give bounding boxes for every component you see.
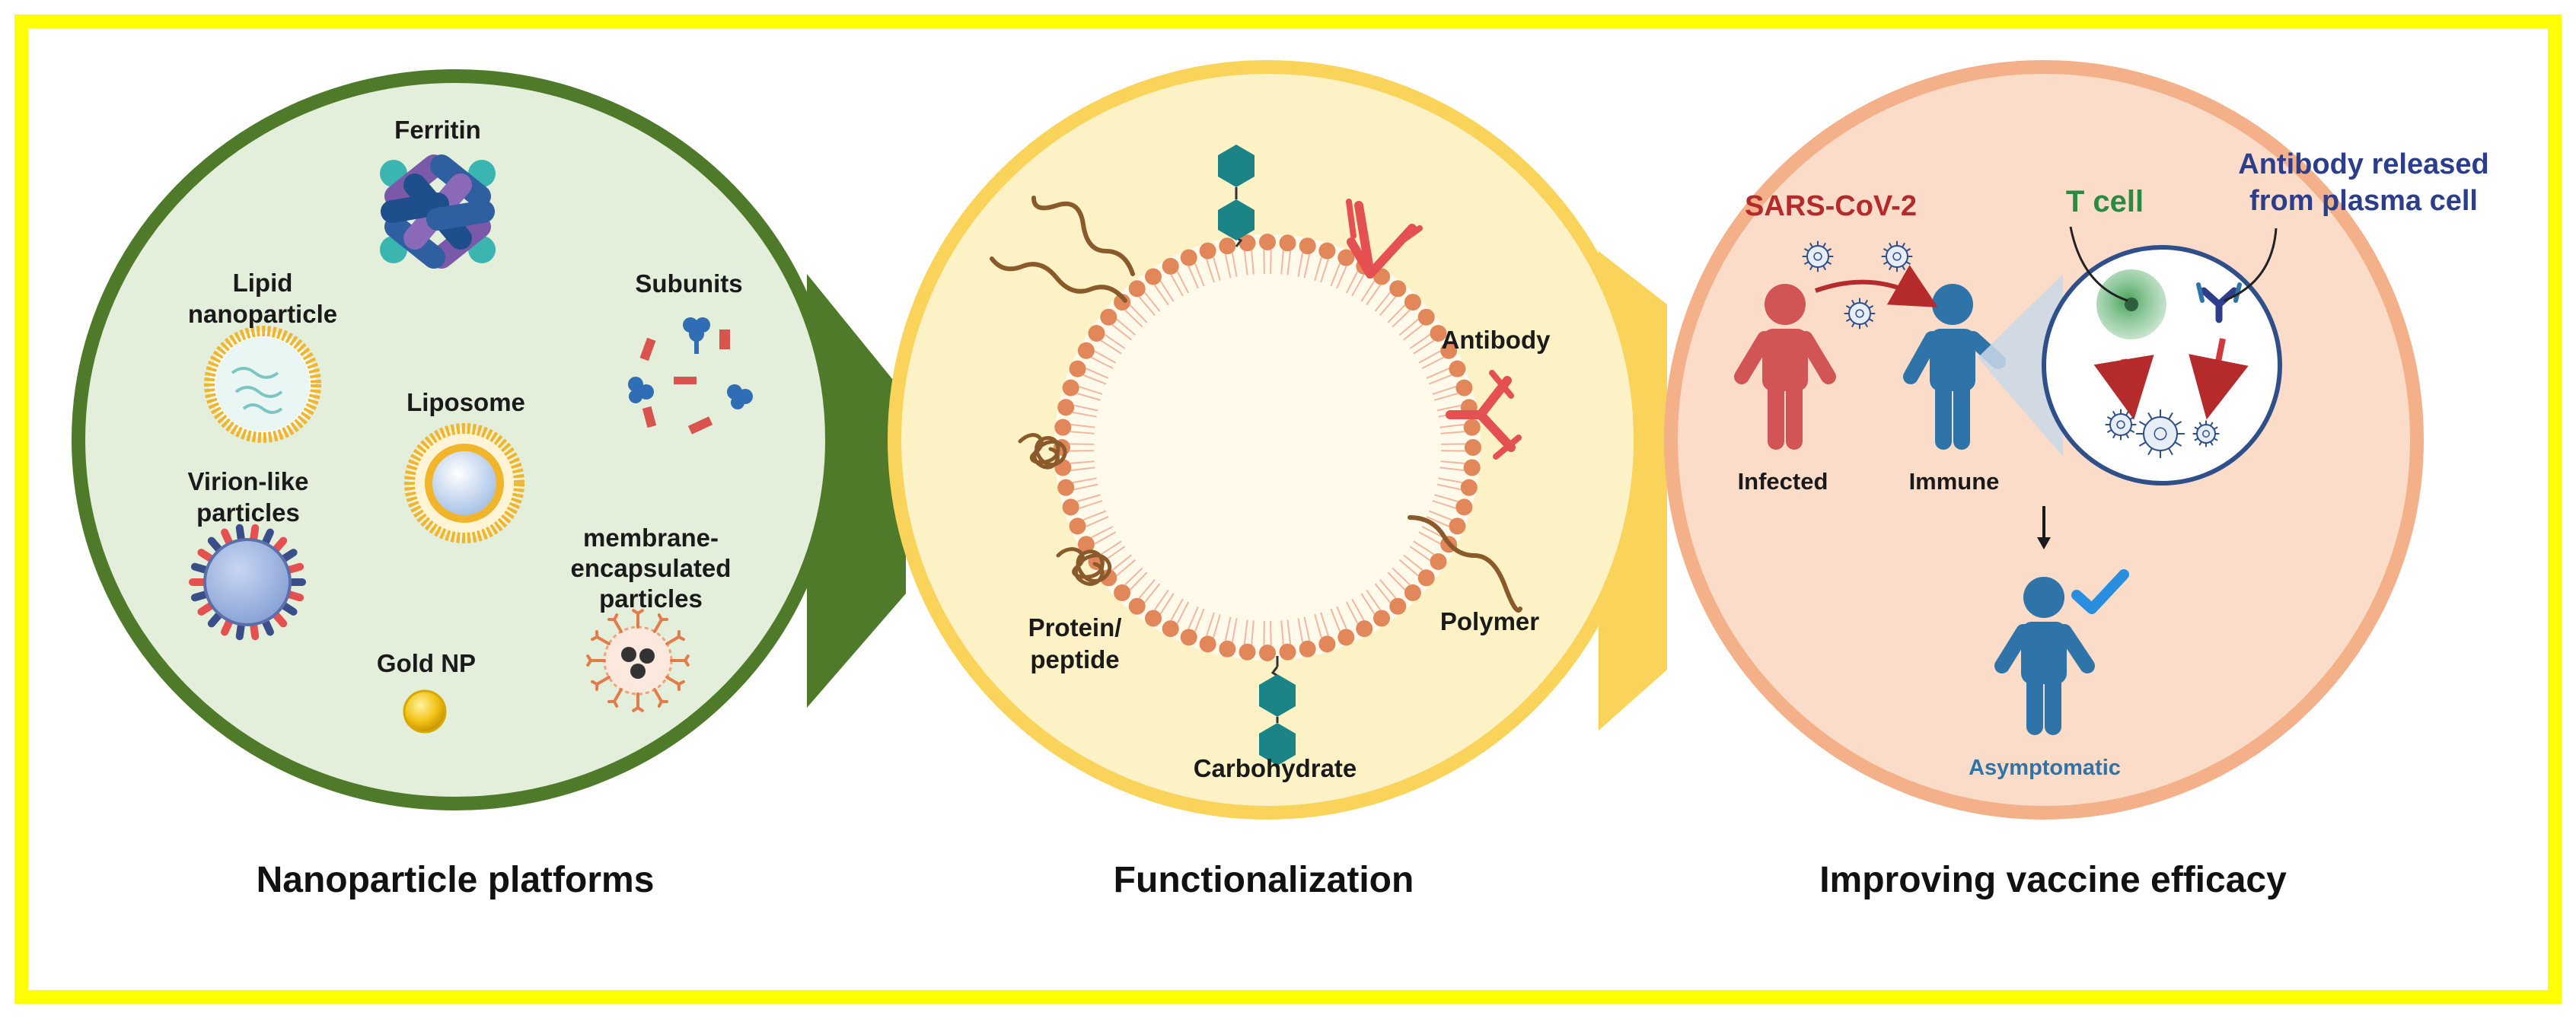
subunits-label: Subunits [635,269,742,298]
lipid-head [1389,280,1406,297]
lipid-head [1200,243,1216,259]
gold-np-icon [404,691,445,732]
lipid-head [1162,258,1179,275]
lipid-head [1057,479,1074,496]
antibody-released-label-line1: Antibody released [2238,148,2488,180]
lipid-head [1318,243,1335,259]
lipid-head [1418,569,1435,586]
lipid-head [1389,598,1406,615]
lipid-head [1145,610,1162,626]
lipid-head [1449,517,1465,534]
liposome-icon [410,428,519,538]
lipid-head [1430,553,1446,570]
lipid-head [1162,620,1179,637]
vlp-label-line1: Virion-like [188,467,309,495]
immune-inset [2044,247,2280,483]
lipid-head [1181,250,1197,266]
lipid-head [1057,399,1074,415]
lipid-head [1449,361,1465,377]
lipid-head [1129,598,1146,615]
gold-np-label: Gold NP [377,649,476,677]
lipid-head [1299,641,1316,657]
lipid-head [1219,641,1235,657]
lipid-head [1464,459,1481,476]
t-cell-label: T cell [2066,185,2144,218]
panel-platforms: Ferritin Lipid nanoparticle Subunits Lip… [78,76,832,804]
lipid-head [1404,294,1421,310]
lipid-head [1337,629,1354,645]
membrane-label-line1: membrane- [583,524,719,552]
sars-label: SARS-CoV-2 [1745,190,1917,222]
lipid-head [1461,479,1478,496]
lipid-head [1465,439,1481,456]
lipid-head [1404,584,1421,601]
lipid-head [1259,645,1276,661]
lipid-head [1279,234,1296,251]
lipid-head [1299,237,1316,254]
lipid-head [1219,237,1235,254]
lipid-head [1063,380,1079,396]
lipid-head [1070,517,1086,534]
infected-label: Infected [1738,468,1828,495]
carbohydrate-label: Carbohydrate [1194,754,1357,782]
ferritin-label: Ferritin [394,116,481,144]
caption-platforms: Nanoparticle platforms [257,860,655,900]
caption-functionalization: Functionalization [1114,860,1414,900]
lipid-head [1356,620,1372,637]
membrane-label-line3: particles [599,584,703,613]
lipid-head [1078,342,1095,359]
lipid-head [1063,498,1079,515]
lipid-head [1145,269,1162,285]
lipid-head [1070,361,1086,377]
vlp-label-line2: particles [196,498,300,527]
lipid-np-label-line2: nanoparticle [188,300,337,328]
lipid-head [1279,644,1296,661]
caption-efficacy: Improving vaccine efficacy [1819,860,2287,900]
lipid-head [1239,644,1256,661]
liposome-label: Liposome [406,388,525,416]
lipid-np-label-line1: Lipid [233,269,293,297]
antibody-label: Antibody [1442,326,1551,354]
protein-label-line2: peptide [1030,645,1119,673]
lipid-head [1089,325,1105,342]
lipid-head [1373,610,1390,626]
lipid-head [1455,498,1472,515]
lipid-head [1318,635,1335,652]
lipid-nanoparticle-icon [209,331,316,438]
antibody-released-label-line2: from plasma cell [2249,185,2478,217]
membrane-label-line2: encapsulated [571,554,732,582]
lipid-head [1418,309,1435,326]
lipid-head [1181,629,1197,645]
ferritin-icon [380,160,496,263]
protein-label-line1: Protein/ [1028,613,1122,642]
polymer-label: Polymer [1440,607,1539,635]
lipid-head [1455,380,1472,396]
lipid-head [1200,635,1216,652]
lipid-head [1054,419,1071,436]
immune-label: Immune [1909,468,2000,495]
lipid-head [1100,309,1117,326]
lipid-head [1259,234,1276,250]
lipid-bilayer-icon [1054,234,1481,661]
lipid-head [1114,584,1130,601]
lipid-head [1129,280,1146,297]
asymptomatic-label: Asymptomatic [1969,756,2121,780]
lipid-head [1464,419,1481,436]
panel-functionalization: Antibody Polymer Protein/ peptide Carboh… [894,67,1640,813]
